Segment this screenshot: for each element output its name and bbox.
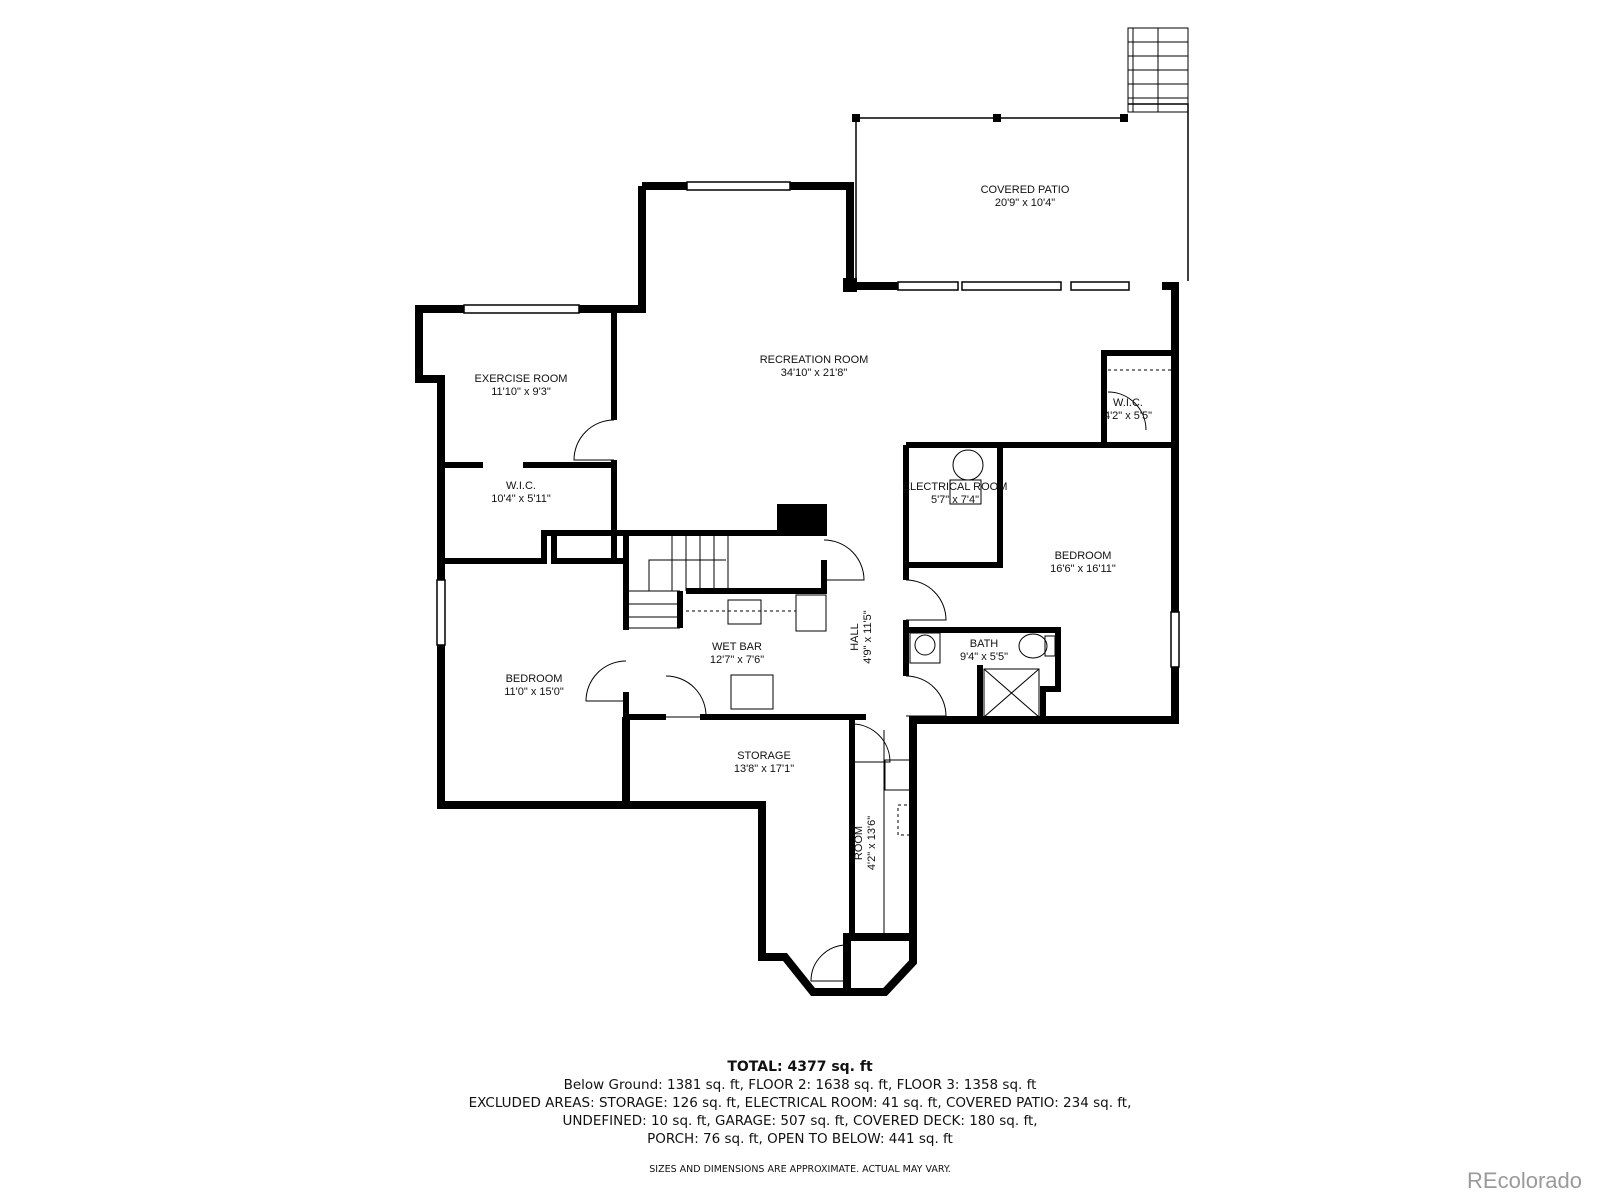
- room-dimensions: 34'10" x 21'8": [780, 367, 848, 379]
- room-dimensions: 4'9" x 11'5": [862, 610, 874, 664]
- room-dimensions: 13'8" x 17'1": [733, 763, 795, 775]
- room-name: HALL: [849, 623, 861, 651]
- room-label-room: ROOM 4'2" x 13'6": [853, 816, 879, 870]
- room-name: BEDROOM: [1054, 550, 1112, 562]
- solid-blocks: [777, 278, 857, 531]
- fixtures: [686, 369, 1175, 937]
- room-label-wic-left: W.I.C. 10'4" x 5'11": [491, 480, 551, 506]
- summary-line: UNDEFINED: 10 sq. ft, GARAGE: 507 sq. ft…: [562, 1113, 1038, 1129]
- room-dimensions: 20'9" x 10'4": [994, 197, 1056, 209]
- room-dimensions: 10'4" x 5'11": [491, 493, 551, 505]
- room-dimensions: 4'2" x 5'5": [1103, 410, 1153, 422]
- room-dimensions: 16'6" x 16'11": [1050, 563, 1116, 575]
- exterior-walls: [415, 182, 1179, 996]
- room-label-bedroom-left: BEDROOM 11'0" x 15'0": [504, 673, 564, 699]
- room-name: W.I.C.: [506, 480, 536, 492]
- interior-stairs: [626, 533, 729, 629]
- room-label-wic-right: W.I.C. 4'2" x 5'5": [1104, 397, 1152, 423]
- room-name: ROOM: [853, 825, 865, 861]
- room-name: BATH: [969, 638, 999, 650]
- doors: [573, 391, 1147, 982]
- watermark-logo: REcolorado: [1467, 1168, 1582, 1193]
- room-name: BEDROOM: [505, 673, 563, 685]
- room-name: W.I.C.: [1113, 397, 1143, 409]
- area-summary: TOTAL: 4377 sq. ft Below Ground: 1381 sq…: [0, 1058, 1600, 1148]
- room-dimensions: 9'4" x 5'5": [959, 651, 1009, 663]
- room-name: COVERED PATIO: [980, 184, 1070, 196]
- room-label-exercise-room: EXERCISE ROOM 11'10" x 9'3": [475, 373, 568, 399]
- room-label-bedroom-right: BEDROOM 16'6" x 16'11": [1050, 550, 1116, 576]
- patio-posts: [852, 114, 1128, 122]
- room-dimensions: 4'2" x 13'6": [866, 815, 878, 871]
- room-name: WET BAR: [712, 641, 762, 653]
- total-area: TOTAL: 4377 sq. ft: [727, 1059, 873, 1075]
- room-label-storage: STORAGE 13'8" x 17'1": [734, 750, 794, 776]
- room-dimensions: 12'7" x 7'6": [709, 654, 765, 666]
- windows: [436, 181, 1180, 668]
- room-label-covered-patio: COVERED PATIO 20'9" x 10'4": [981, 184, 1070, 210]
- summary-line: Below Ground: 1381 sq. ft, FLOOR 2: 1638…: [563, 1077, 1037, 1093]
- summary-line: EXCLUDED AREAS: STORAGE: 126 sq. ft, ELE…: [468, 1095, 1132, 1111]
- room-label-recreation-room: RECREATION ROOM 34'10" x 21'8": [760, 354, 869, 380]
- room-label-hall: HALL 4'9" x 11'5": [849, 610, 875, 663]
- summary-line: PORCH: 76 sq. ft, OPEN TO BELOW: 441 sq.…: [647, 1131, 953, 1147]
- room-dimensions: 5'7" x 7'4": [930, 494, 980, 506]
- room-name: ELECTRICAL ROOM: [902, 481, 1008, 493]
- room-name: STORAGE: [737, 750, 791, 762]
- room-label-bath: BATH 9'4" x 5'5": [960, 638, 1008, 664]
- room-name: EXERCISE ROOM: [474, 373, 568, 385]
- interior-walls: [441, 309, 1175, 940]
- room-name: RECREATION ROOM: [759, 354, 869, 366]
- room-dimensions: 11'0" x 15'0": [504, 686, 564, 698]
- room-dimensions: 11'10" x 9'3": [491, 386, 551, 398]
- disclaimer: SIZES AND DIMENSIONS ARE APPROXIMATE. AC…: [649, 1164, 951, 1175]
- patio-stairs: [1127, 27, 1189, 113]
- room-label-wet-bar: WET BAR 12'7" x 7'6": [710, 641, 764, 667]
- room-label-electrical-room: ELECTRICAL ROOM 5'7" x 7'4": [903, 481, 1008, 507]
